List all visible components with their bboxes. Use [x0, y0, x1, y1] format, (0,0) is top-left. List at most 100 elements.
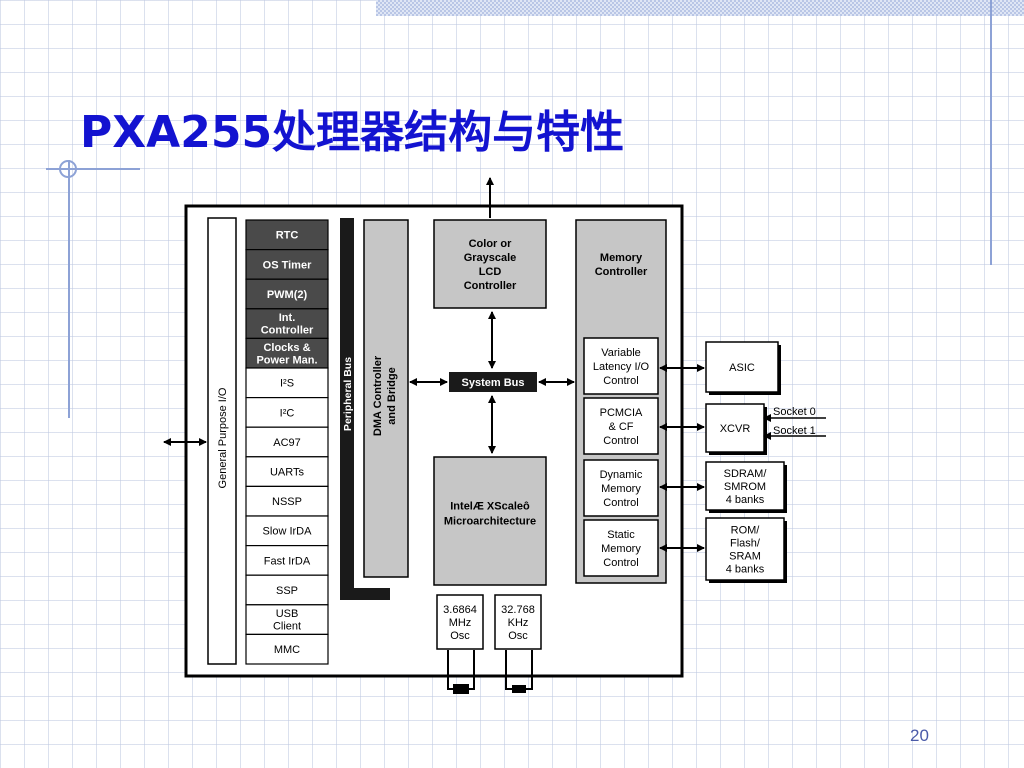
- clocks-power-box: [245, 337, 329, 369]
- lcd-controller-box: [433, 219, 547, 309]
- nssp-box: [245, 485, 329, 517]
- static-memory-label-line-1: Static: [607, 529, 635, 541]
- memory-controller-line-1: Memory: [600, 252, 643, 264]
- rom-flash-sram-label-line-1: ROM/: [731, 524, 761, 536]
- asic-box: [705, 341, 779, 393]
- left-decorative-line: [68, 160, 70, 418]
- dynamic-memory-label-line-1: Dynamic: [600, 469, 643, 481]
- clocks-power-label-line-2: Power Man.: [256, 354, 317, 366]
- lcd-line-1: Color or: [469, 238, 512, 250]
- general-purpose-io-label: General Purpose I/O: [217, 387, 229, 488]
- sdram-smrom-box: [705, 461, 785, 511]
- sdram-smrom-label-line-2: SMROM: [724, 481, 766, 493]
- ssp-label-line-1: SSP: [276, 585, 298, 597]
- usb-client-label-line-1: USB: [276, 608, 299, 620]
- dynamic-memory-label-line-2: Memory: [601, 483, 641, 495]
- xcvr-box: [705, 403, 765, 453]
- i2c-label-line-1: I²C: [280, 407, 295, 419]
- fast-irda-label-line-1: Fast IrDA: [264, 555, 311, 567]
- dma-controller-box: [363, 219, 409, 578]
- os-timer-box: [245, 249, 329, 280]
- int-controller-box: [245, 308, 329, 339]
- osc-32768-line-2: KHz: [508, 617, 529, 629]
- slow-irda-label-line-1: Slow IrDA: [263, 526, 313, 538]
- asic-label-line-1: ASIC: [729, 362, 755, 374]
- os-timer-label-line-1: OS Timer: [263, 259, 312, 271]
- page-number: 20: [910, 726, 929, 745]
- title-ornament: [46, 160, 140, 178]
- xscale-line-2: Microarchitecture: [444, 515, 536, 527]
- osc-32768-khz-box: [494, 594, 542, 650]
- lcd-line-2: Grayscale: [464, 252, 517, 264]
- i2s-label-line-1: I²S: [280, 378, 294, 390]
- static-memory-label-line-2: Memory: [601, 543, 641, 555]
- ac97-label-line-1: AC97: [273, 437, 301, 449]
- memory-controller-line-2: Controller: [595, 266, 648, 278]
- rom-flash-sram-label-line-4: 4 banks: [726, 563, 765, 575]
- dma-label-line2: and Bridge: [386, 367, 398, 424]
- pwm-label-line-1: PWM(2): [267, 289, 308, 301]
- xscale-line-1: IntelÆ XScaleô: [450, 500, 530, 512]
- i2c-box: [245, 397, 329, 428]
- peripheral-bus-label: Peripheral Bus: [342, 357, 354, 431]
- system-bus-label: System Bus: [462, 377, 525, 389]
- usb-client-label-line-2: Client: [273, 621, 301, 633]
- pcmcia-cf-label-line-1: PCMCIA: [600, 407, 643, 419]
- pcmcia-cf-box: [583, 397, 659, 455]
- dma-label-line1: DMA Controller: [372, 355, 384, 436]
- xscale-core-box: [433, 456, 547, 586]
- mmc-label-line-1: MMC: [274, 644, 300, 656]
- nssp-label-line-1: NSSP: [272, 496, 302, 508]
- pcmcia-cf-label-line-2: & CF: [608, 421, 633, 433]
- variable-latency-io-label-line-3: Control: [603, 375, 638, 387]
- static-memory-label-line-3: Control: [603, 557, 638, 569]
- socket-0-label: Socket 0: [773, 406, 816, 418]
- osc-32768-line-1: 32.768: [501, 604, 535, 616]
- crystal-1-body: [454, 685, 468, 693]
- slide-title: PXA255处理器结构与特性: [80, 107, 625, 158]
- right-decorative-line: [990, 0, 992, 265]
- rom-flash-sram-box: [705, 517, 785, 581]
- peripheral-bus-bar: [340, 218, 390, 600]
- sdram-smrom-label-line-3: 4 banks: [726, 494, 765, 506]
- clocks-power-label-line-1: Clocks &: [263, 342, 310, 354]
- uarts-box: [245, 456, 329, 487]
- rtc-label-line-1: RTC: [276, 230, 299, 242]
- xcvr-label-line-1: XCVR: [720, 423, 751, 435]
- rom-flash-sram-label-line-2: Flash/: [730, 537, 761, 549]
- static-memory-box: [583, 519, 659, 577]
- uarts-label-line-1: UARTs: [270, 466, 305, 478]
- sdram-smrom-label-line-1: SDRAM/: [724, 468, 768, 480]
- variable-latency-io-box: [583, 337, 659, 395]
- fast-irda-box: [245, 544, 329, 576]
- general-purpose-io-box: [207, 217, 237, 665]
- osc-3686-line-1: 3.6864: [443, 604, 477, 616]
- socket-1-label: Socket 1: [773, 425, 816, 437]
- lcd-line-3: LCD: [479, 266, 502, 278]
- osc-32768-line-3: Osc: [508, 630, 528, 642]
- crystal-2-body: [512, 685, 526, 693]
- slow-irda-box: [245, 515, 329, 547]
- variable-latency-io-label-line-2: Latency I/O: [593, 361, 650, 373]
- usb-client-box: [245, 604, 329, 635]
- top-decorative-band: [376, 0, 1024, 16]
- osc-3686-mhz-box: [436, 594, 484, 650]
- osc-3686-line-3: Osc: [450, 630, 470, 642]
- pcmcia-cf-label-line-3: Control: [603, 435, 638, 447]
- mmc-box: [245, 633, 329, 665]
- osc-3686-line-2: MHz: [449, 617, 472, 629]
- dynamic-memory-box: [583, 459, 659, 517]
- system-bus-box: [449, 372, 537, 392]
- pwm-box: [245, 278, 329, 310]
- lcd-line-4: Controller: [464, 280, 517, 292]
- dynamic-memory-label-line-3: Control: [603, 497, 638, 509]
